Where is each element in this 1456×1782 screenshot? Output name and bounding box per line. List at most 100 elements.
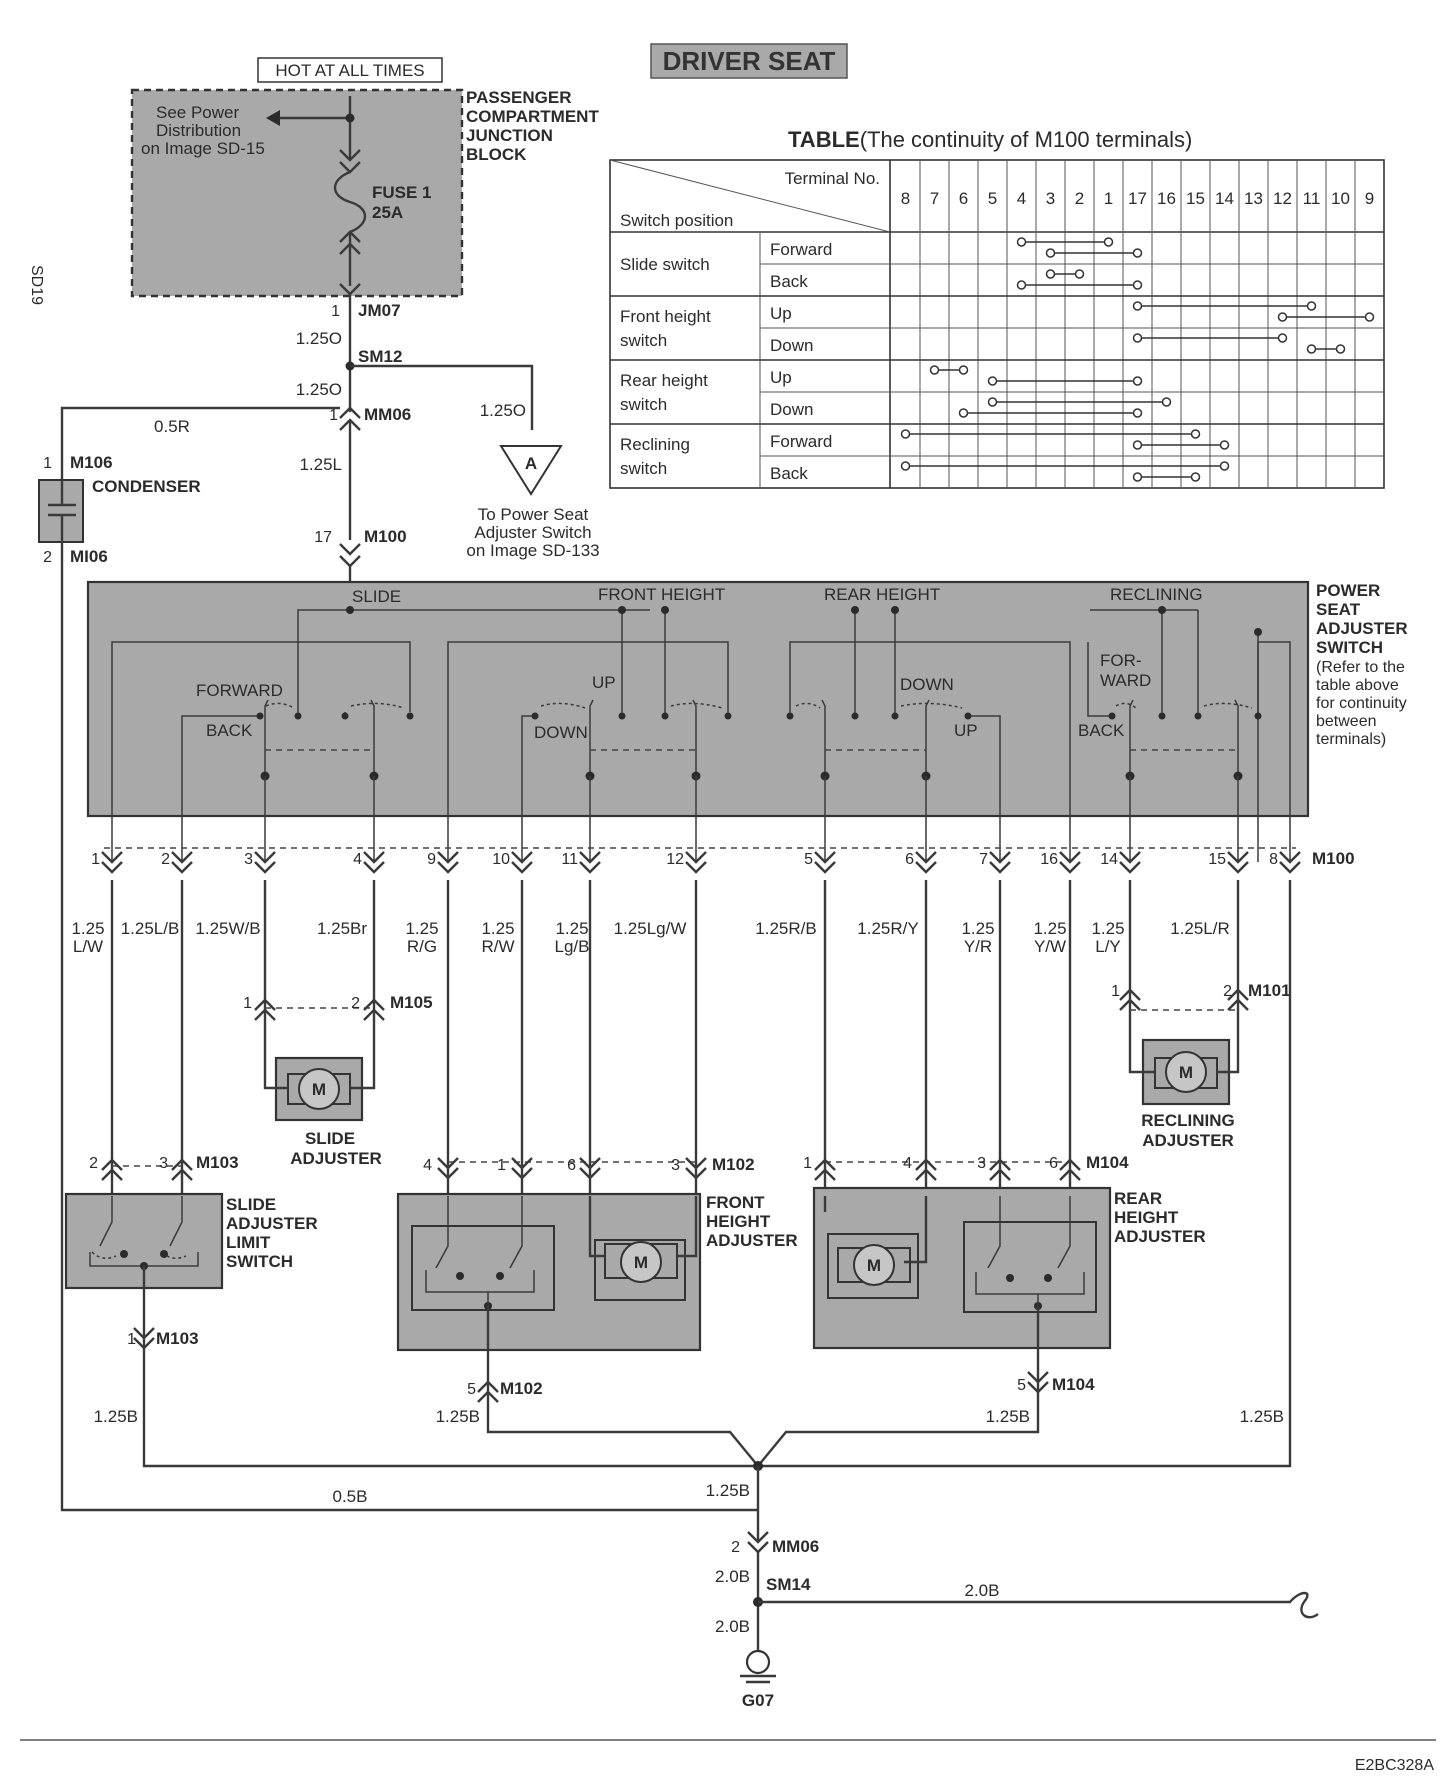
m100-wire-label-1: 1.25 [71,919,104,938]
m100-terminal-10-icon [511,851,533,874]
continuity-terminal-17 [1132,408,1143,418]
continuity-terminal-15 [1190,429,1201,439]
section-rear-height: REAR HEIGHT [824,585,940,604]
m104-bot-name: M104 [1052,1375,1095,1394]
m100-wire-label-9: R/G [407,937,437,956]
continuity-terminal-14 [1219,440,1230,450]
table-terminal-15: 15 [1186,189,1205,208]
m100-pin-11: 11 [561,851,578,868]
pos-forward: FORWARD [196,681,283,700]
wire-sm14-right [758,1591,1319,1619]
offpage-connector-a-icon [499,445,563,496]
pos-forward-recl-2: WARD [1100,671,1151,690]
m100-terminal-14-icon [1119,851,1141,874]
wire-label-gnd-m102: 1.25B [436,1407,480,1426]
m100-top-pin: 17 [314,529,332,546]
jb-name-4: BLOCK [466,145,527,164]
mm06-bot-pin: 2 [731,1539,740,1556]
limit-label-3: LIMIT [226,1233,271,1252]
rear-motor-m: M [867,1256,881,1275]
m100-wire-label-4: 1.25Br [317,919,367,938]
m100-terminal-7-icon [989,851,1011,874]
m106-name: M106 [70,453,113,472]
bus-node [1254,628,1262,636]
table-terminal-17: 17 [1128,189,1147,208]
jb-ref-3: on Image SD-15 [141,139,265,158]
continuity-terminal-17 [1132,301,1143,311]
wire-label-sm12-mm06: 1.25O [296,380,342,399]
front-outer-loop [447,641,729,862]
jb-ref-arrow-icon [266,110,280,126]
continuity-terminal-3 [1045,269,1056,279]
table-row-label: Back [770,464,808,483]
slide-motor-m: M [312,1080,326,1099]
m101-terminal-icon [1119,988,1249,1011]
sw-blades [1129,699,1239,776]
m102-bot-terminal-icon [477,1380,499,1403]
sw-arc [1203,702,1253,709]
table-terminal-5: 5 [988,189,997,208]
pss-note-2: table above [1316,677,1399,694]
continuity-terminal-15 [1190,472,1201,482]
continuity-terminal-16 [1161,397,1172,407]
m100-pin-14: 14 [1100,851,1118,868]
sw-contact [891,712,899,720]
wire-label-mm06-m100: 1.25L [299,455,342,474]
junction-block [130,88,464,298]
m100-terminal-8-icon [1279,851,1301,874]
jb-ref-1: See Power [156,103,239,122]
rear-limit-blades [987,1196,1071,1269]
m103-top-pin-1: 2 [89,1155,98,1172]
m100-terminal-6-icon [915,851,937,874]
limit-label-1: SLIDE [226,1195,276,1214]
mm06-top-name: MM06 [364,405,411,424]
switch-internal-wiring [111,606,1291,862]
sw-blades [821,699,930,776]
m100-wire-label-14: 1.25 [1091,919,1124,938]
table-title: TABLE(The continuity of M100 terminals) [788,127,1192,152]
condenser-icon [48,480,76,542]
m100-top-terminal-icon [339,543,361,568]
pos-up: UP [592,673,616,692]
limit-contact-1 [120,1250,128,1258]
m100-terminal-1-icon [101,851,123,874]
m104-top-name: M104 [1086,1153,1129,1172]
table-terminal-14: 14 [1215,189,1234,208]
recl-adjuster-label-1: RECLINING [1141,1111,1235,1130]
jb-name-3: JUNCTION [466,126,553,145]
wire-label-jm07-sm12: 1.25O [296,329,342,348]
wire-recl-motor [1128,880,1240,1060]
m100-pin-3: 3 [244,851,253,868]
m100-connector-row: 11.25L/W21.25L/B31.25W/B41.25Br91.25R/G1… [71,851,1301,956]
wire-label-mm06-sm14: 2.0B [715,1567,750,1586]
front-adj-label-3: ADJUSTER [706,1231,798,1250]
m103-bot-terminal-icon [133,1327,155,1350]
continuity-terminal-7 [929,365,940,375]
continuity-terminal-8 [900,461,911,471]
sw-contact [256,712,264,720]
wire-limit-switch [110,880,184,1196]
m103-top-name: M103 [196,1153,239,1172]
front-motor-frame [594,1239,686,1301]
m100-pin-9: 9 [427,851,436,868]
offpage-line-1: To Power Seat [478,505,589,524]
m100-pin-15: 15 [1208,851,1226,868]
sw-arc [350,702,405,709]
slide-motor-leads [263,1060,376,1090]
m104-top-pin-4: 6 [1049,1155,1058,1172]
m100-pin-7: 7 [979,851,988,868]
sw-contact [1254,712,1262,720]
front-limit-blades [435,1196,523,1269]
m100-terminal-4-icon [363,851,385,874]
m100-wire-label-7: Y/R [964,937,992,956]
recl-motor-m: M [1179,1063,1193,1082]
continuity-terminal-5 [987,397,998,407]
m100-wire-label-10: 1.25 [481,919,514,938]
m100-wire-label-9: 1.25 [405,919,438,938]
table-group-name: switch [620,459,667,478]
wire-condenser-ground [60,542,758,1512]
page-title: DRIVER SEAT [663,46,836,76]
bus-node [891,606,899,614]
